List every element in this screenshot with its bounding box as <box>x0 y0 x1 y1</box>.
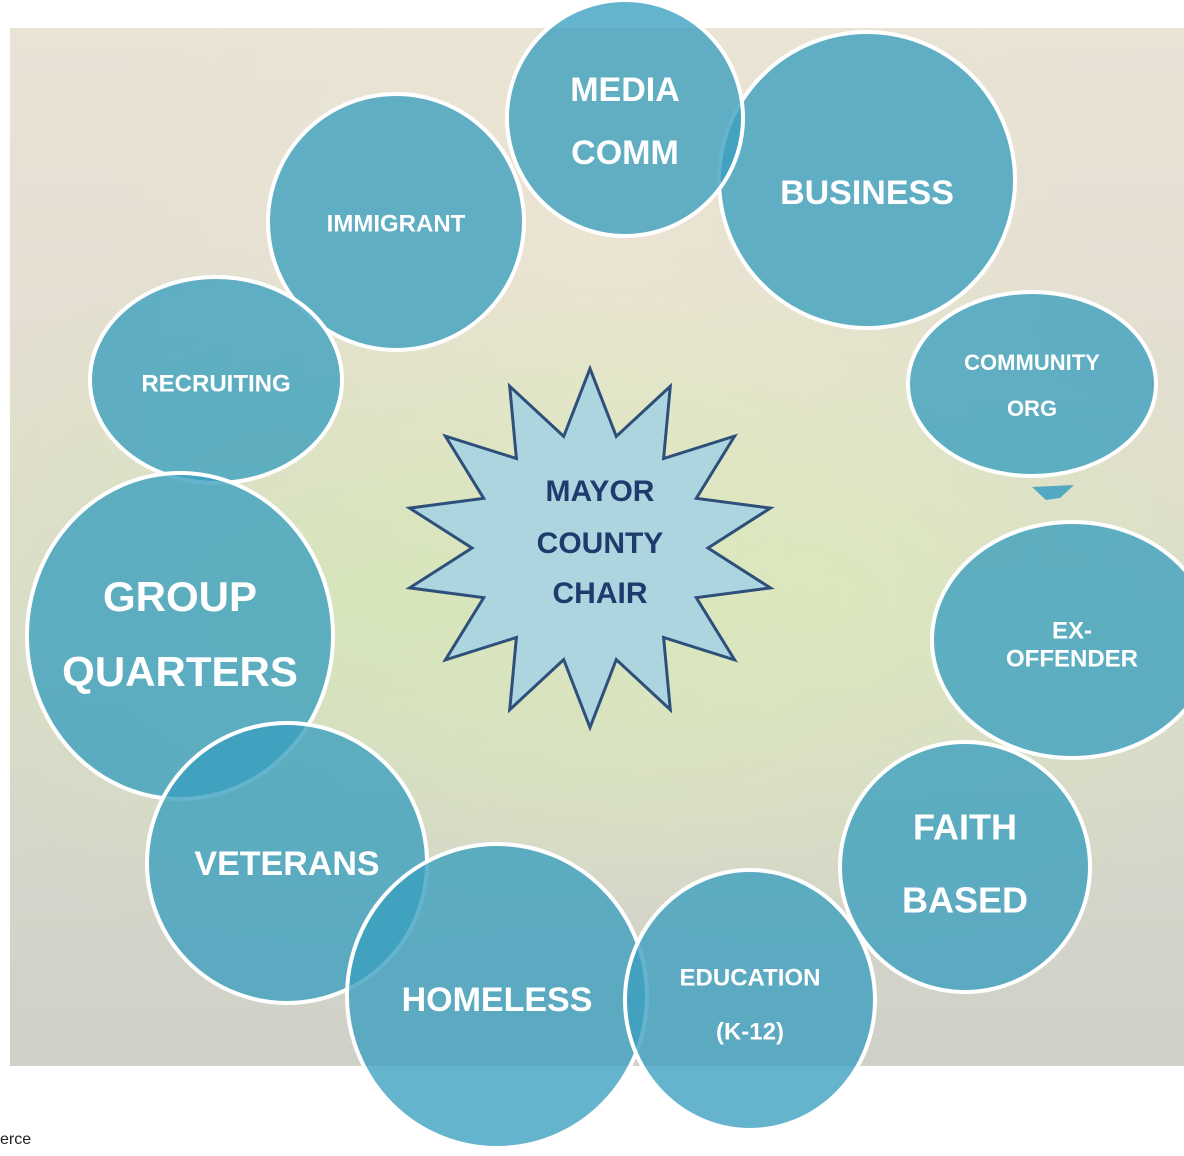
immigrant-label-line-1: IMMIGRANT <box>327 210 466 237</box>
immigrant-circle-shape <box>266 92 526 352</box>
media-comm-circle-shape <box>505 0 745 238</box>
circle-ex-offender: EX-OFFENDER <box>930 520 1184 760</box>
education-label-line-1: EDUCATION <box>680 964 821 991</box>
circle-recruiting: RECRUITING <box>88 275 344 485</box>
footer-text: erce <box>0 1131 32 1148</box>
homeless-label-line-1: HOMELESS <box>402 981 593 1019</box>
media-comm-label-line-1: MEDIA <box>570 71 680 109</box>
center-star <box>405 364 775 732</box>
faith-based-label-line-1: FAITH <box>913 807 1017 848</box>
recruiting-label-line-1: RECRUITING <box>141 370 290 397</box>
veterans-label-line-1: VETERANS <box>194 845 379 883</box>
circle-business: BUSINESS <box>717 30 1017 330</box>
education-label-line-2: (K-12) <box>716 1018 784 1045</box>
center-label-line-3: CHAIR <box>553 577 648 610</box>
ex-offender-label-line-2: OFFENDER <box>1006 645 1138 672</box>
center-label-line-2: COUNTY <box>537 527 664 560</box>
faith-based-label-line-2: BASED <box>902 880 1028 921</box>
education-circle-shape <box>623 868 877 1132</box>
ex-offender-circle-shape <box>930 520 1184 760</box>
circle-faith-based: FAITH BASED <box>838 740 1092 994</box>
media-comm-label-line-2: COMM <box>571 134 679 172</box>
community-org-label-line-2: ORG <box>1007 396 1057 421</box>
ex-offender-label-line-1: EX- <box>1052 617 1092 644</box>
circle-education: EDUCATION (K-12) <box>623 868 877 1132</box>
circle-immigrant: IMMIGRANT <box>266 92 526 352</box>
community-org-label-line-1: COMMUNITY <box>964 350 1100 375</box>
faith-based-circle-shape <box>838 740 1092 994</box>
group-quarters-label-line-1: GROUP <box>103 573 257 620</box>
connector-arrow <box>1032 485 1074 500</box>
circle-media-comm: MEDIA COMM <box>505 0 745 238</box>
circle-group-quarters: GROUP QUARTERS <box>25 471 335 801</box>
circle-community-org: COMMUNITY ORG <box>906 290 1158 478</box>
circle-homeless: HOMELESS <box>345 842 649 1150</box>
center-label-line-1: MAYOR <box>546 475 655 508</box>
business-label-line-1: BUSINESS <box>780 174 954 212</box>
group-quarters-label-line-2: QUARTERS <box>62 648 298 695</box>
circle-veterans: VETERANS <box>145 721 429 1005</box>
community-org-circle-shape <box>906 290 1158 478</box>
